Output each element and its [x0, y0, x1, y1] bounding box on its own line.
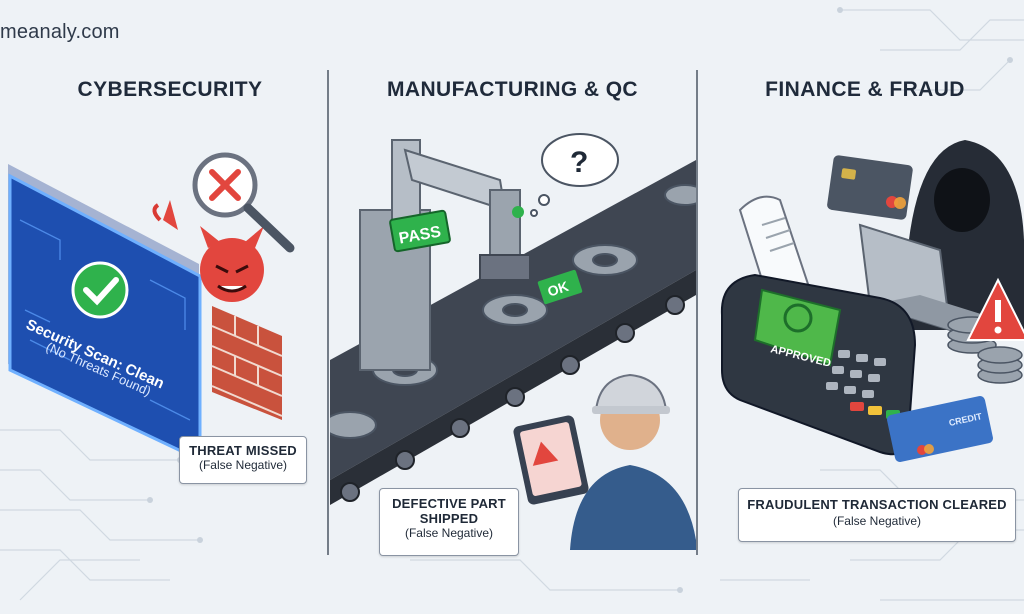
thought-bubble-icon: ?: [530, 133, 619, 217]
panel-title-manufacturing: MANUFACTURING & QC: [386, 78, 639, 101]
callout-defective-part-title: DEFECTIVE PART: [392, 496, 506, 511]
warning-icon: [966, 277, 1024, 341]
devil-icon: [152, 200, 264, 302]
magnifier-x-icon: [192, 152, 295, 253]
panel-divider-left: [327, 70, 329, 555]
finance-scene: APPROVED CREDIT: [720, 140, 1024, 462]
inserted-card-icon: CREDIT: [887, 396, 993, 462]
panel-title-cybersecurity: CYBERSECURITY: [77, 78, 263, 101]
worker-icon: [570, 373, 696, 550]
panel-title-finance: FINANCE & FRAUD: [765, 78, 965, 101]
ok-tag: OK: [537, 269, 583, 305]
callout-fraudulent-transaction: FRAUDULENT TRANSACTION CLEARED (False Ne…: [738, 488, 1016, 542]
panel-divider-right: [696, 70, 698, 555]
svg-text:OK: OK: [545, 278, 570, 300]
callout-defective-part-title-2: SHIPPED: [419, 511, 479, 526]
callout-threat-missed-title: THREAT MISSED: [189, 443, 297, 458]
callout-fraudulent-transaction-title: FRAUDULENT TRANSACTION CLEARED: [747, 497, 1007, 512]
cybersecurity-scene: Security Scan: Clean (No Threats Found): [8, 152, 295, 463]
callout-fraudulent-transaction-subtitle: (False Negative): [832, 514, 922, 528]
firewall-icon: [211, 306, 283, 420]
callout-defective-part-subtitle: (False Negative): [404, 526, 494, 540]
tablet-warning-icon: [513, 415, 589, 505]
callout-threat-missed-subtitle: (False Negative): [198, 458, 288, 472]
manufacturing-scene: PASS OK ?: [330, 133, 696, 550]
receipt-icon: [738, 195, 812, 307]
svg-text:?: ?: [570, 146, 588, 179]
credit-card-icon: [827, 155, 913, 220]
callout-threat-missed: THREAT MISSED (False Negative): [179, 436, 307, 484]
machined-parts: [330, 184, 696, 439]
check-icon: [71, 261, 129, 319]
brand-watermark: meanaly.com: [0, 21, 120, 43]
pass-sign: PASS: [389, 209, 451, 253]
callout-defective-part: DEFECTIVE PART SHIPPED (False Negative): [379, 488, 519, 556]
pos-terminal-icon: APPROVED: [720, 273, 917, 456]
